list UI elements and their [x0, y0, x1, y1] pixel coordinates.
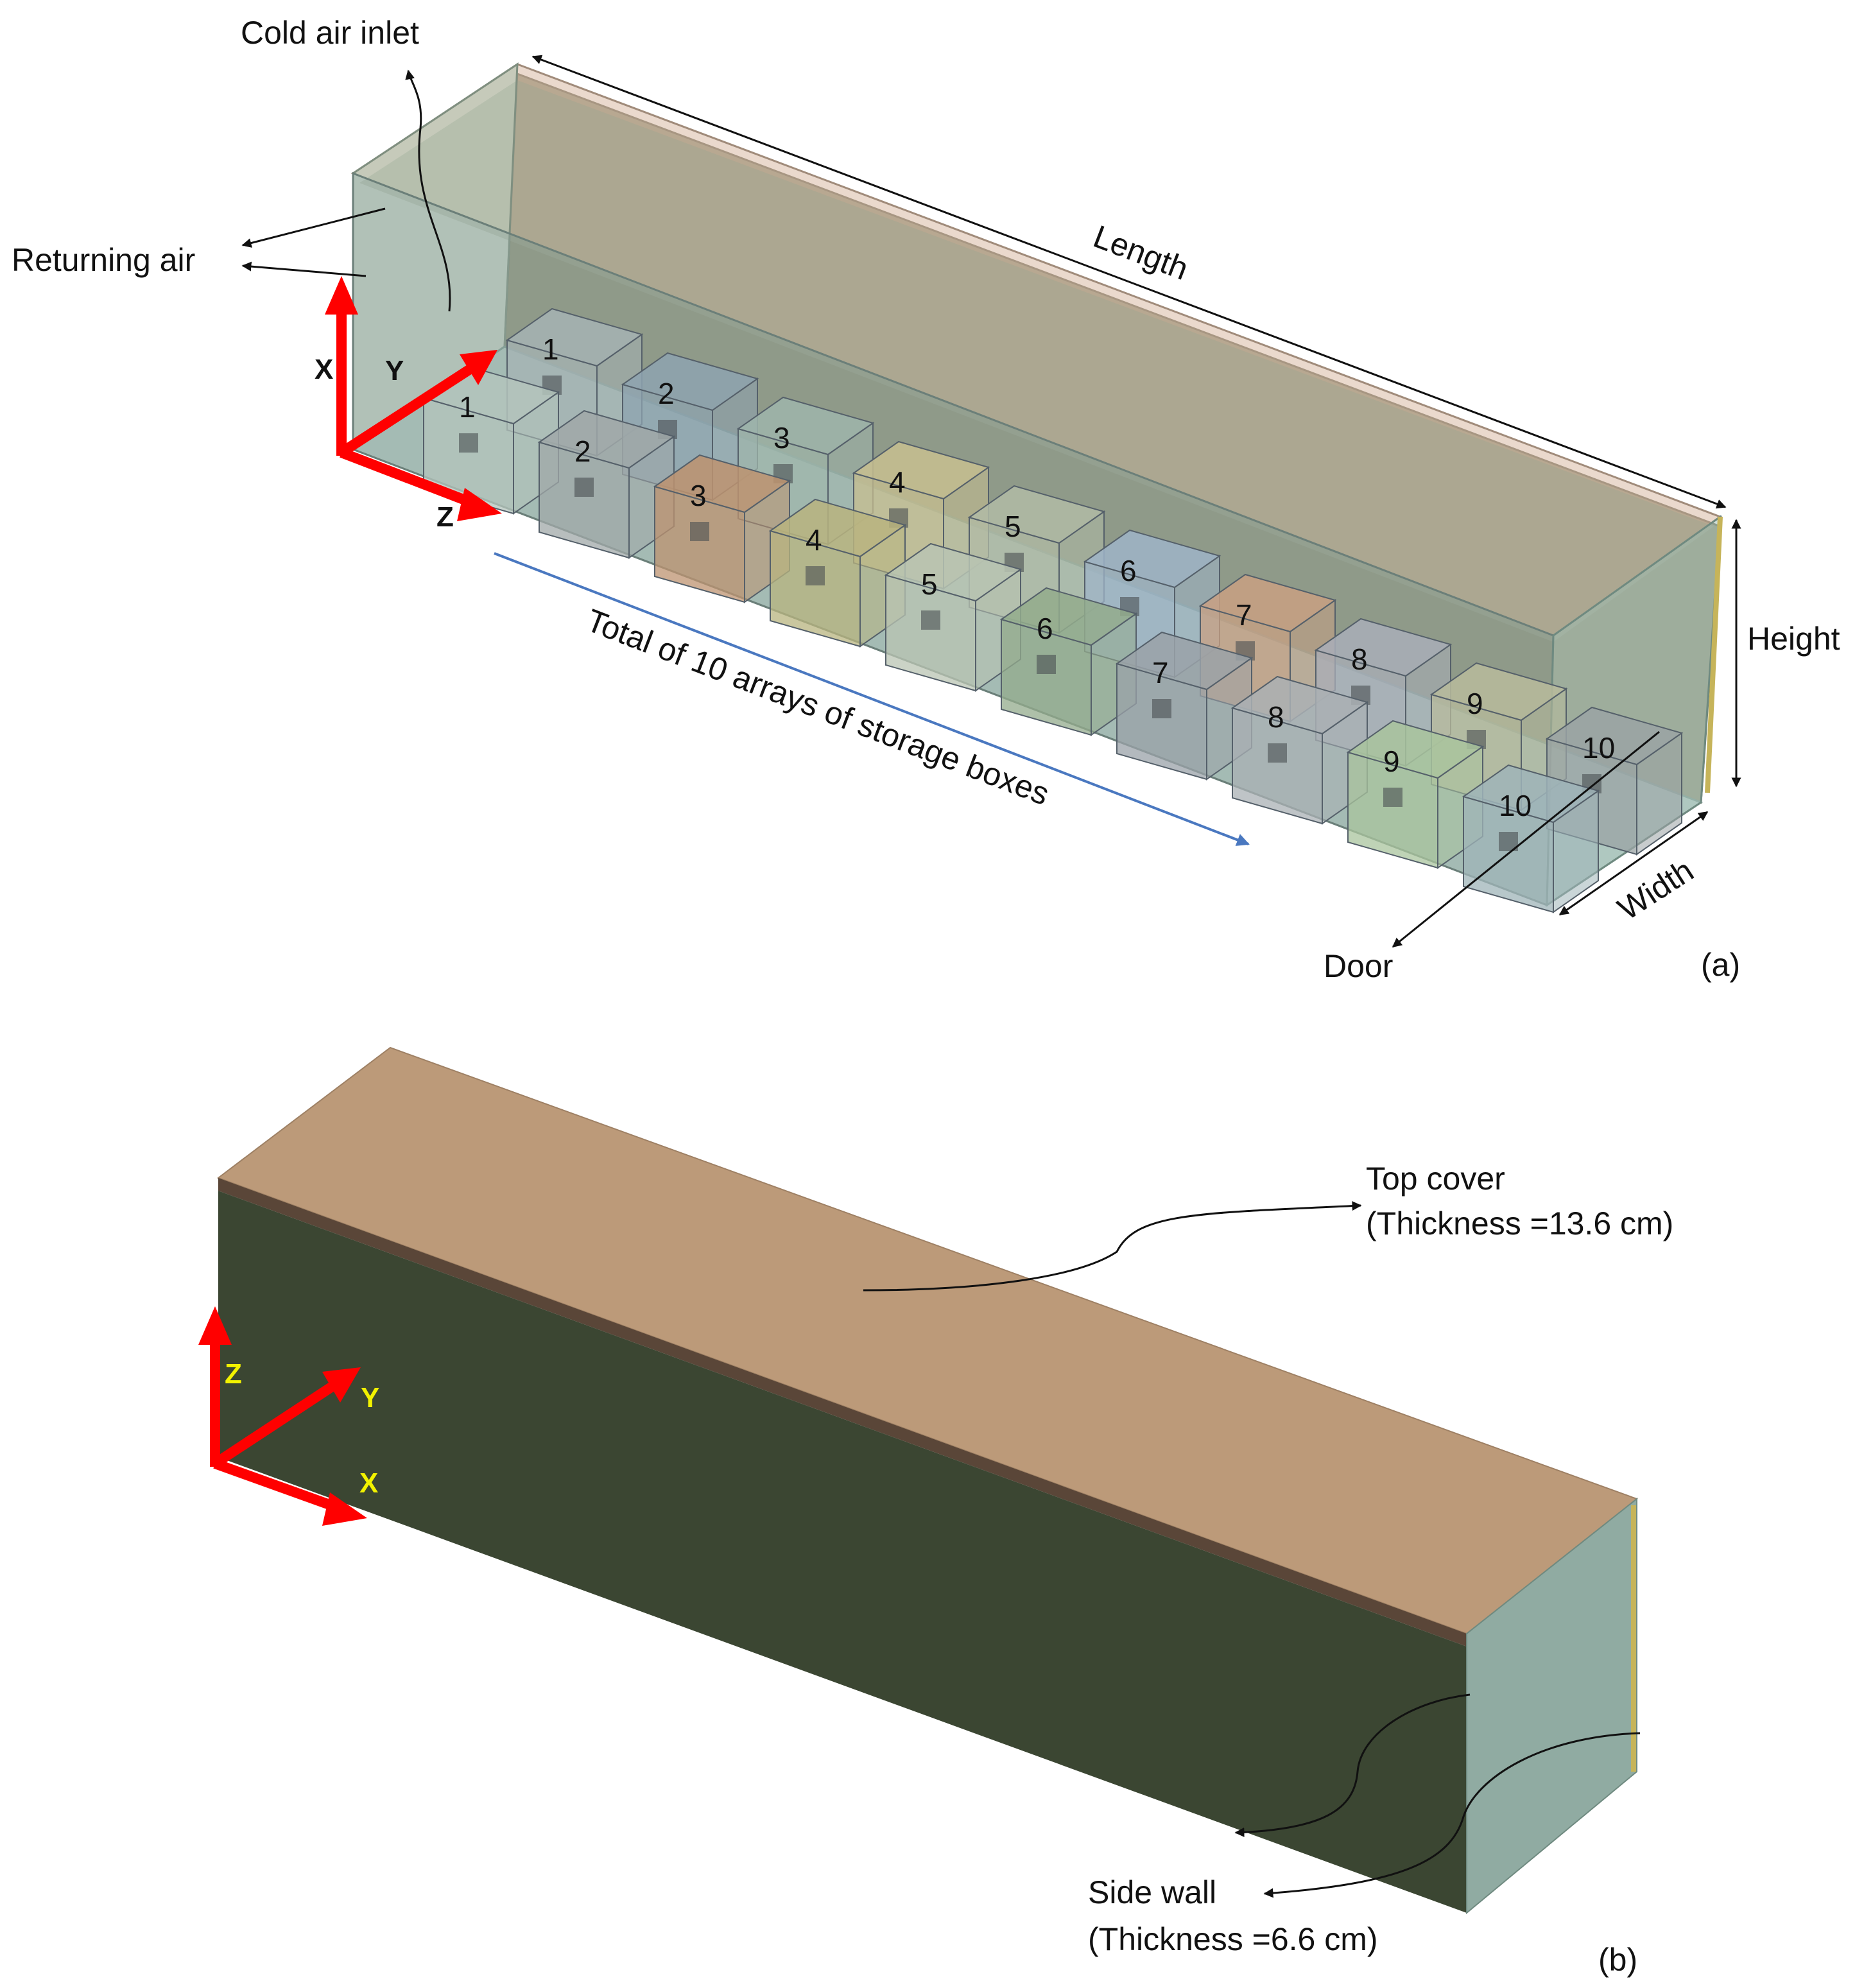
- storage-box-front-6: 6: [999, 587, 1138, 736]
- height-label: Height: [1747, 621, 1840, 657]
- storage-box-front-7: 7: [1115, 631, 1254, 781]
- axes-triad-a: X Y Z: [315, 276, 502, 533]
- box-face: [1115, 631, 1254, 691]
- top-cover-label: Top cover: [1366, 1161, 1505, 1197]
- z-axis-arrowhead-a: [457, 488, 502, 521]
- box-number-label: 7: [1236, 598, 1252, 632]
- x-axis-arrowhead-a: [325, 276, 358, 315]
- y-axis-arrow-a: [338, 361, 478, 457]
- top-cover-thickness-label: (Thickness =13.6 cm): [1366, 1206, 1673, 1241]
- box-number-label: 4: [889, 465, 906, 499]
- storage-box-front-4: 4: [768, 498, 907, 648]
- cold-air-inlet-leader: [405, 69, 451, 312]
- z-axis-label-b: Z: [225, 1358, 242, 1390]
- box-face: [1545, 706, 1684, 766]
- y-axis-label-b: Y: [361, 1382, 379, 1413]
- box-inner-shadow: [1268, 743, 1287, 763]
- side-wall-label: Side wall: [1088, 1874, 1216, 1910]
- x-axis-label-a: X: [315, 354, 333, 385]
- z-axis-arrow-a: [340, 447, 477, 509]
- box-number-label: 2: [574, 435, 591, 468]
- box-number-label: 9: [1383, 745, 1400, 778]
- length-dimension-line: [531, 55, 1727, 509]
- storage-box-front-3: 3: [653, 454, 791, 603]
- length-label: Length: [1089, 218, 1193, 287]
- y-axis-label-a: Y: [385, 355, 404, 386]
- returning-air-leader-1: [241, 207, 386, 248]
- box-number-label: 5: [921, 567, 938, 601]
- box-number-label: 3: [690, 479, 707, 512]
- box-number-label: 7: [1152, 656, 1169, 689]
- side-wall-leader-2: [1263, 1732, 1641, 1898]
- box-number-label: 1: [459, 390, 476, 424]
- top-cover-leader: [863, 1201, 1362, 1292]
- storage-box-front-8: 8: [1230, 675, 1369, 825]
- box-number-label: 5: [1005, 510, 1021, 543]
- box-number-label: 9: [1467, 687, 1483, 720]
- box-number-label: 8: [1268, 700, 1284, 734]
- door-leader: [1392, 730, 1660, 948]
- storage-box-front-10: 10: [1462, 764, 1600, 913]
- box-number-label: 10: [1499, 789, 1532, 822]
- y-axis-arrowhead-a: [460, 350, 497, 385]
- box-number-label: 10: [1582, 731, 1615, 765]
- box-face: [1429, 662, 1568, 722]
- z-axis-arrowhead-b: [198, 1306, 232, 1345]
- box-face: [999, 587, 1138, 646]
- box-face: [1083, 529, 1221, 589]
- box-number-label: 2: [658, 377, 675, 410]
- x-axis-label-b: X: [359, 1467, 378, 1499]
- panel-a-container-model: 1 2 3 4 5 6 7 8 9 10 1 2 3 4 5 6 7 8 9 10 X Y Z Cold air in…: [12, 15, 1840, 984]
- storage-box-front-2: 2: [537, 410, 676, 559]
- leader-lines-a: [241, 55, 1741, 948]
- box-face: [1314, 618, 1453, 677]
- cold-air-inlet-label: Cold air inlet: [241, 15, 419, 51]
- box-face: [884, 542, 1023, 602]
- box-inner-shadow: [1383, 788, 1402, 807]
- axes-triad-b: Z Y X: [198, 1306, 379, 1526]
- panel-b-tag: (b): [1598, 1942, 1637, 1978]
- box-inner-shadow: [806, 566, 825, 585]
- z-axis-label-a: Z: [436, 501, 454, 533]
- panel-b-container-exterior: Z Y X Top cover (Thickness =13.6 cm) Sid…: [198, 1046, 1673, 1978]
- box-face: [1346, 720, 1485, 779]
- width-label: Width: [1611, 852, 1700, 928]
- box-inner-shadow: [921, 610, 940, 630]
- box-number-label: 4: [806, 523, 822, 557]
- box-number-label: 6: [1120, 554, 1137, 587]
- box-number-label: 1: [542, 333, 559, 366]
- box-number-label: 8: [1351, 643, 1368, 676]
- returning-air-label: Returning air: [12, 242, 195, 278]
- box-inner-shadow: [1152, 699, 1171, 718]
- storage-box-front-9: 9: [1346, 720, 1485, 869]
- x-axis-arrowhead-b: [322, 1492, 367, 1526]
- box-number-label: 3: [773, 421, 790, 454]
- box-face: [768, 498, 907, 558]
- box-inner-shadow: [574, 478, 594, 497]
- side-wall-leader-1: [1234, 1693, 1471, 1837]
- end-wall-face: [1466, 1497, 1637, 1915]
- returning-air-leader-2: [241, 261, 367, 277]
- door-end-edge: [1705, 516, 1723, 793]
- x-axis-arrow-b: [213, 1458, 342, 1514]
- box-inner-shadow: [690, 522, 709, 541]
- box-number-label: 6: [1037, 612, 1053, 645]
- side-wall-thickness-label: (Thickness =6.6 cm): [1088, 1921, 1378, 1957]
- storage-box-front-5: 5: [884, 542, 1023, 692]
- side-wall-face: [218, 1191, 1467, 1913]
- box-inner-shadow: [459, 433, 478, 453]
- width-dimension-line: [1558, 811, 1709, 916]
- box-inner-shadow: [1037, 655, 1056, 674]
- panel-a-tag: (a): [1701, 947, 1740, 983]
- y-axis-arrowhead-b: [322, 1367, 361, 1403]
- y-axis-arrow-b: [212, 1379, 340, 1468]
- cover-thickness-band: [218, 1178, 1467, 1647]
- box-face: [1198, 573, 1337, 633]
- door-label: Door: [1324, 948, 1393, 984]
- box-face: [1230, 675, 1369, 735]
- arrays-guide-arrow: [494, 552, 1250, 846]
